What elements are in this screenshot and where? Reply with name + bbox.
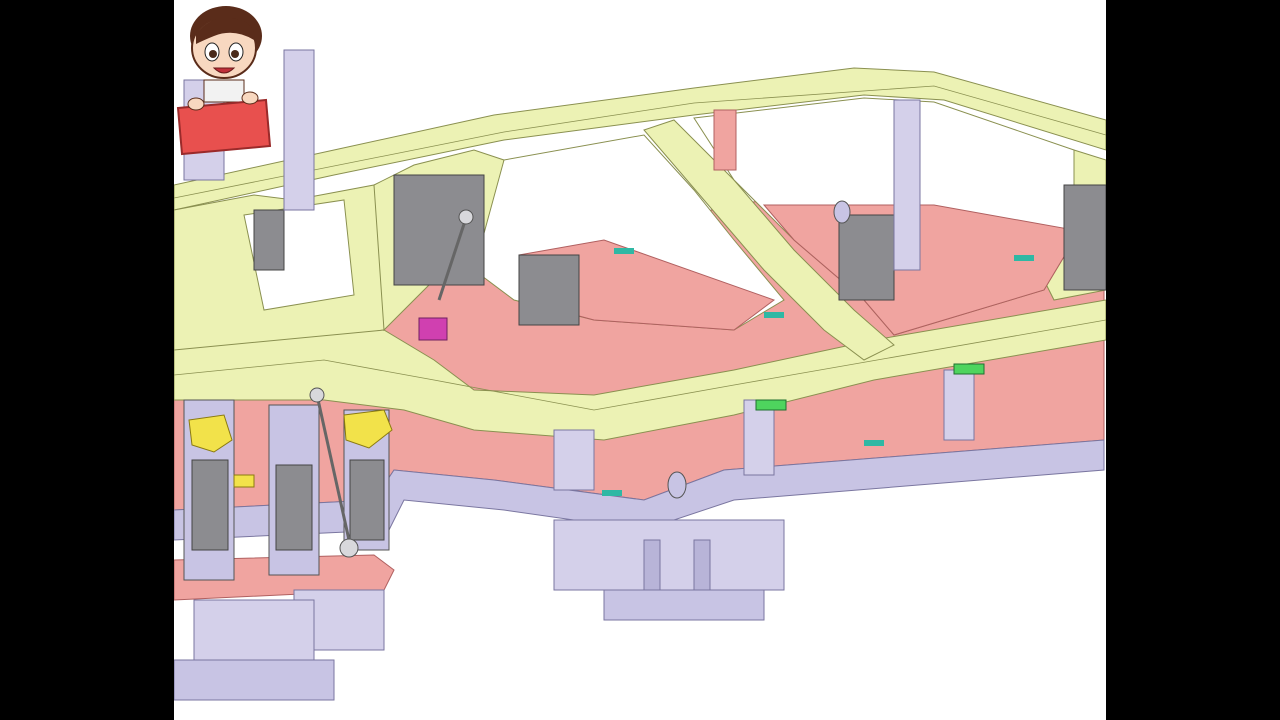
subscribe-sticker — [176, 6, 272, 156]
cad-viewport: Subscribe ! — [174, 0, 1106, 720]
base-supports — [174, 519, 785, 701]
locator-pads — [233, 248, 1034, 496]
cad-fixture-drawing — [174, 49, 1106, 701]
letterbox-right — [1106, 0, 1280, 720]
subscribe-sign — [176, 98, 272, 156]
letterbox-left — [0, 0, 174, 720]
clamp-units — [183, 49, 1106, 581]
